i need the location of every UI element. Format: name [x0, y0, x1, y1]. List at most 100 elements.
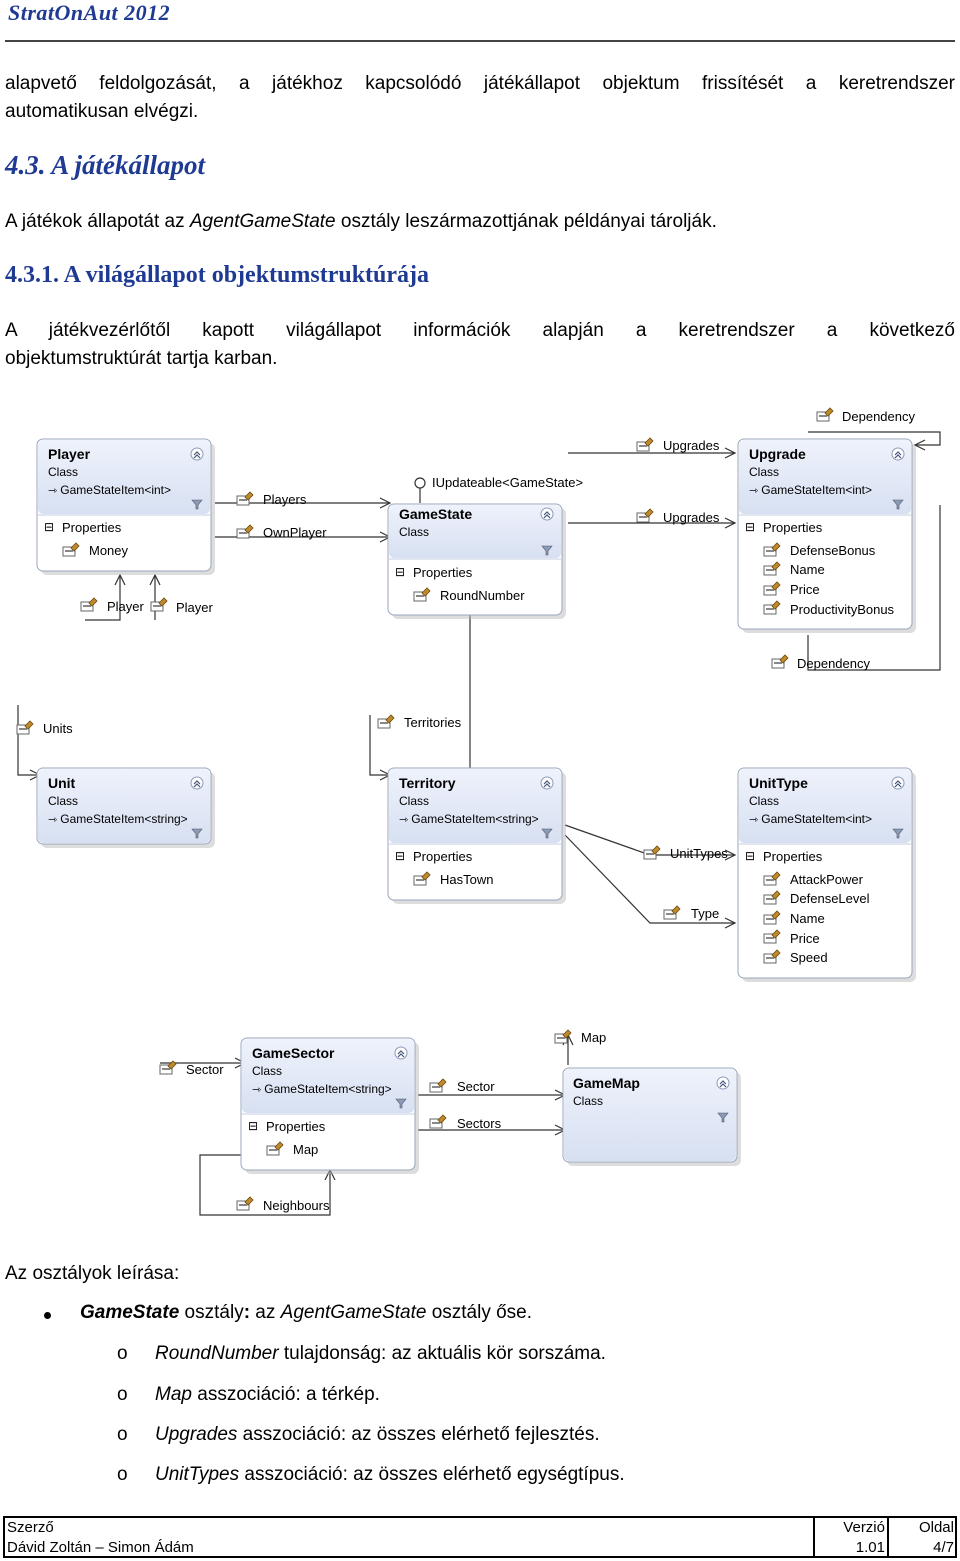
svg-text:DefenseLevel: DefenseLevel	[790, 891, 870, 906]
svg-text:⊟: ⊟	[395, 565, 405, 579]
footer-table: Szerző Dávid Zoltán – Simon Ádám Verzió …	[3, 1516, 957, 1558]
collapse-icon	[891, 447, 905, 461]
svg-text:OwnPlayer: OwnPlayer	[263, 525, 327, 540]
assoc-neighbours: Neighbours	[236, 1196, 330, 1213]
svg-text:Player: Player	[176, 600, 214, 615]
svg-text:Territory: Territory	[399, 775, 456, 791]
class-unit: Unit Class ⇾ GameStateItem<string>	[36, 767, 215, 848]
bullet-gamestate: GameState osztály: az AgentGameState osz…	[80, 1302, 533, 1323]
subitem-marker: o	[117, 1384, 128, 1405]
svg-text:GameMap: GameMap	[573, 1075, 640, 1091]
svg-text:ProductivityBonus: ProductivityBonus	[790, 602, 895, 617]
header-logo: StratOnAut 2012	[8, 0, 171, 25]
footer-author-label: Szerző	[7, 1519, 54, 1536]
svg-text:Upgrades: Upgrades	[663, 510, 720, 525]
class-diagram: Dependency Upgrades Players OwnPlayer Up…	[16, 407, 941, 1216]
svg-text:UnitTypes: UnitTypes	[670, 846, 728, 861]
subitem-unittypes: UnitTypes asszociáció: az összes elérhet…	[155, 1464, 625, 1485]
subitem-marker: o	[117, 1343, 128, 1364]
class-player: Player Class ⇾ GameStateItem<int> ⊟ Prop…	[36, 438, 215, 575]
svg-text:⊟: ⊟	[44, 520, 54, 534]
assoc-sectors: Sectors	[429, 1114, 502, 1131]
collapse-icon	[190, 776, 204, 790]
svg-text:Properties: Properties	[266, 1119, 326, 1134]
svg-text:Sector: Sector	[457, 1079, 495, 1094]
collapse-icon	[540, 776, 554, 790]
bullet-marker	[44, 1312, 51, 1319]
footer-page-label: Oldal	[918, 1519, 954, 1536]
svg-text:HasTown: HasTown	[440, 872, 493, 887]
svg-text:Neighbours: Neighbours	[263, 1198, 330, 1213]
svg-text:Name: Name	[790, 911, 825, 926]
svg-text:Properties: Properties	[62, 520, 122, 535]
assoc-type: Type	[663, 905, 719, 921]
assoc-dependency-top: Dependency	[816, 407, 915, 424]
svg-text:⇾ GameStateItem<int>: ⇾ GameStateItem<int>	[48, 483, 171, 497]
class-gamestate: GameState Class ⊟ Properties RoundNumber	[387, 503, 566, 619]
collapse-icon	[891, 776, 905, 790]
subsection-line-1: A játékvezérlőtől kapott világállapot in…	[5, 320, 955, 341]
svg-text:Class: Class	[749, 794, 779, 808]
svg-text:Dependency: Dependency	[797, 656, 870, 671]
svg-text:Units: Units	[43, 721, 73, 736]
svg-text:Type: Type	[691, 906, 719, 921]
svg-text:Players: Players	[263, 492, 307, 507]
assoc-dependency-mid: Dependency	[771, 654, 870, 671]
svg-text:Dependency: Dependency	[842, 409, 915, 424]
connectors	[17, 431, 941, 1216]
footer-version-value: 1.01	[855, 1539, 885, 1556]
subitem-marker: o	[117, 1424, 128, 1445]
svg-text:Sector: Sector	[186, 1062, 224, 1077]
collapse-icon	[716, 1076, 730, 1090]
assoc-sector-right: Sector	[429, 1078, 495, 1094]
svg-text:Class: Class	[48, 794, 78, 808]
class-upgrade: Upgrade Class ⇾ GameStateItem<int> ⊟ Pro…	[737, 438, 916, 633]
assoc-upgrades-mid: Upgrades	[636, 508, 720, 525]
description-heading: Az osztályok leírása:	[5, 1263, 180, 1284]
svg-text:⇾ GameStateItem<string>: ⇾ GameStateItem<string>	[252, 1082, 392, 1096]
intro-line-1: alapvető feldolgozását, a játékhoz kapcs…	[5, 73, 955, 94]
svg-text:Sectors: Sectors	[457, 1116, 502, 1131]
collapse-icon	[540, 507, 554, 521]
svg-text:GameSector: GameSector	[252, 1045, 335, 1061]
subitem-roundnumber: RoundNumber tulajdonság: az aktuális kör…	[155, 1343, 606, 1364]
class-unittype: UnitType Class ⇾ GameStateItem<int> ⊟ Pr…	[737, 767, 916, 982]
assoc-units: Units	[16, 720, 73, 736]
subsection-line-2: objektumstruktúrát tartja karban.	[5, 348, 278, 369]
svg-text:Name: Name	[790, 562, 825, 577]
assoc-ownplayer: OwnPlayer	[236, 524, 327, 540]
svg-text:Map: Map	[293, 1142, 318, 1157]
assoc-upgrades-top: Upgrades	[636, 437, 720, 453]
svg-text:Upgrade: Upgrade	[749, 446, 806, 462]
subsection-heading: 4.3.1. A világállapot objektumstruktúráj…	[5, 262, 430, 288]
svg-text:⊟: ⊟	[745, 849, 755, 863]
assoc-player-a: Player	[80, 597, 145, 614]
svg-text:⇾ GameStateItem<string>: ⇾ GameStateItem<string>	[48, 812, 188, 826]
section-paragraph: A játékok állapotát az AgentGameState os…	[5, 211, 717, 232]
class-gamemap: GameMap Class	[562, 1067, 741, 1166]
collapse-icon	[394, 1046, 408, 1060]
svg-text:Class: Class	[399, 525, 429, 539]
svg-text:⊟: ⊟	[745, 520, 755, 534]
svg-text:Player: Player	[48, 446, 91, 462]
svg-text:Price: Price	[790, 582, 820, 597]
assoc-territories: Territories	[377, 714, 462, 730]
svg-text:Upgrades: Upgrades	[663, 438, 720, 453]
svg-text:Properties: Properties	[413, 565, 473, 580]
interface-label: IUpdateable<GameState>	[432, 475, 583, 490]
footer-author-cell: Szerző Dávid Zoltán – Simon Ádám	[5, 1518, 813, 1556]
svg-text:⊟: ⊟	[248, 1119, 258, 1133]
svg-text:Money: Money	[89, 543, 129, 558]
svg-text:Properties: Properties	[763, 849, 823, 864]
svg-text:Player: Player	[107, 599, 145, 614]
svg-text:Unit: Unit	[48, 775, 76, 791]
svg-text:AttackPower: AttackPower	[790, 872, 864, 887]
footer-version-label: Verzió	[843, 1519, 885, 1536]
footer-author-value: Dávid Zoltán – Simon Ádám	[7, 1539, 194, 1556]
svg-text:Speed: Speed	[790, 950, 828, 965]
agentgamestate-term: AgentGameState	[189, 211, 336, 232]
svg-text:Class: Class	[48, 465, 78, 479]
svg-text:⇾ GameStateItem<int>: ⇾ GameStateItem<int>	[749, 812, 872, 826]
assoc-players: Players	[236, 491, 307, 507]
intro-line-2: automatikusan elvégzi.	[5, 101, 199, 122]
